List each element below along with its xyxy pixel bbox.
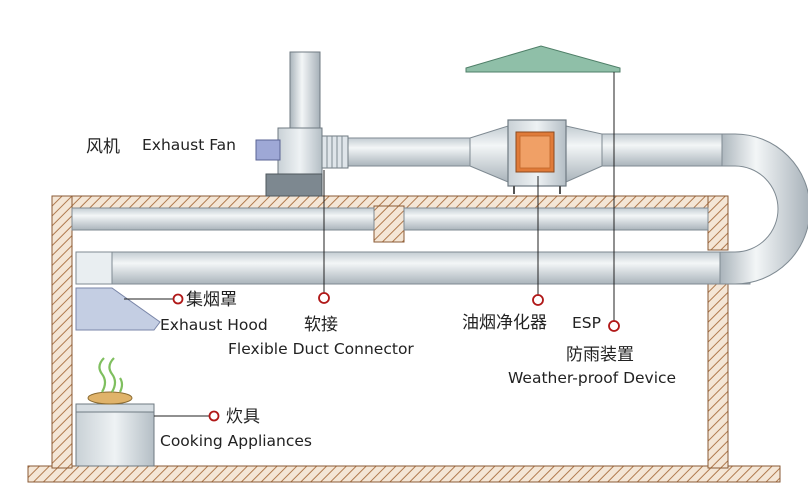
- exhaust-hood: [75, 287, 161, 331]
- connector-label-en: Flexible Duct Connector: [228, 340, 414, 358]
- hood-label-zh: 集烟罩: [186, 290, 237, 310]
- leader-markers: [172, 292, 620, 422]
- ceiling-duct-upper-right: [403, 207, 709, 231]
- cooking-appliance: [75, 357, 155, 467]
- weather-proof-cap: [465, 45, 621, 73]
- cooking-label-zh: 炊具: [226, 407, 260, 427]
- fan-housing: [277, 127, 323, 175]
- building-structure: [51, 195, 729, 469]
- esp-inlet-transition: [469, 125, 509, 183]
- connector-label-zh: 软接: [304, 315, 338, 335]
- fan-label-en: Exhaust Fan: [142, 136, 236, 154]
- hood-label-en: Exhaust Hood: [160, 316, 268, 334]
- ceiling-beam: [373, 205, 405, 243]
- esp-outlet-transition: [565, 125, 603, 183]
- esp-label-en: ESP: [572, 314, 601, 332]
- main-indoor-duct: [109, 251, 751, 285]
- fan-label-zh: 风机: [86, 137, 120, 157]
- fan-motor: [255, 139, 281, 161]
- weather-label-zh: 防雨装置: [566, 345, 634, 365]
- steam: [98, 357, 124, 393]
- exhaust-fan: [255, 51, 323, 197]
- ceiling-duct-upper: [71, 207, 375, 231]
- fan-base: [265, 173, 323, 197]
- duct-end-cap: [75, 251, 113, 285]
- right-wall: [707, 283, 729, 469]
- weather-label-en: Weather-proof Device: [508, 369, 676, 387]
- leaders: [124, 72, 615, 417]
- esp-unit: [507, 119, 567, 194]
- right-wall-upper: [707, 195, 729, 251]
- esp-label-zh: 油烟净化器: [462, 313, 547, 333]
- cooking-label-en: Cooking Appliances: [160, 432, 312, 450]
- outdoor-duct-left: [345, 137, 471, 167]
- duct-bend: [719, 133, 808, 285]
- outdoor-duct-right: [599, 133, 723, 167]
- left-wall: [51, 195, 73, 469]
- ground: [27, 465, 781, 483]
